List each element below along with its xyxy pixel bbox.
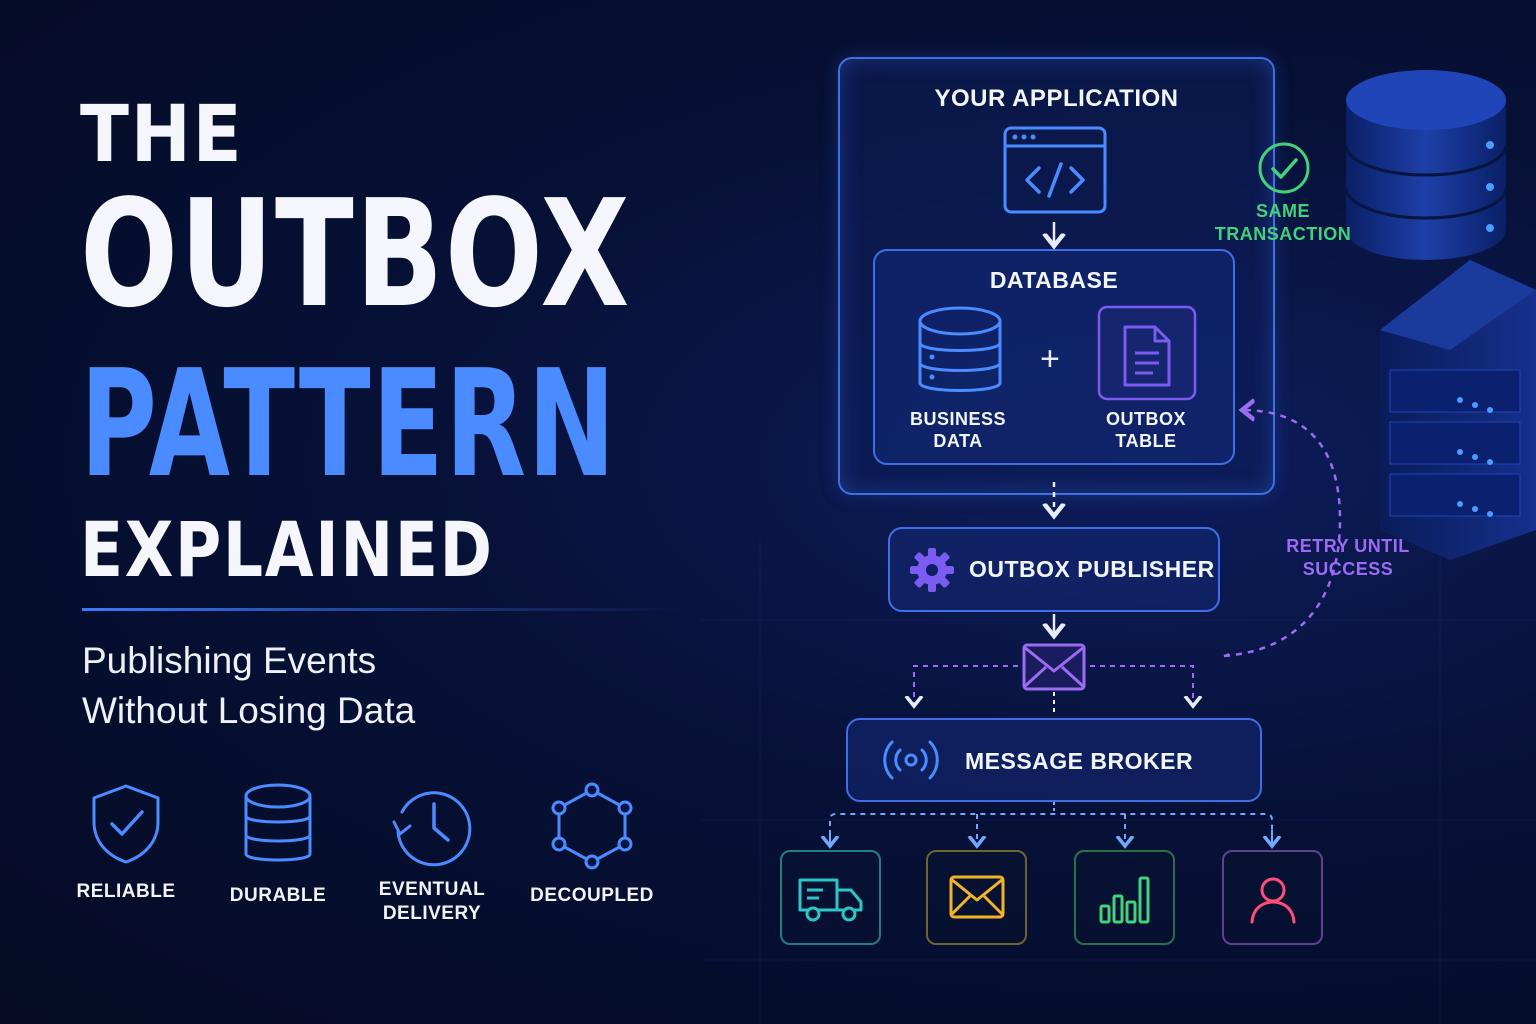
- retry-until-success-label: RETRY UNTIL SUCCESS: [1286, 536, 1410, 579]
- consumer-email: [926, 850, 1027, 945]
- message-broker-label: MESSAGE BROKER: [965, 748, 1194, 774]
- message-right-branch: [1090, 665, 1193, 706]
- database-icon: [244, 783, 312, 862]
- server-rack-illustration: [1380, 260, 1536, 560]
- title-divider: [82, 608, 682, 611]
- shield-check-icon: [92, 784, 160, 864]
- mail-icon: [949, 875, 1004, 919]
- broker-fanout-line: [829, 813, 1273, 846]
- server-illustration: [1344, 70, 1536, 560]
- consumer-shipping: [780, 850, 881, 945]
- consumer-user: [1222, 850, 1323, 945]
- feature-durable: DURABLE: [198, 782, 358, 908]
- database-label: DATABASE: [989, 267, 1119, 293]
- feature-label: DURABLE: [229, 885, 327, 906]
- network-icon: [551, 782, 633, 870]
- feature-label: RELIABLE: [76, 881, 176, 902]
- subtitle-line-1: Publishing Events: [82, 640, 377, 681]
- feature-reliable: RELIABLE: [46, 782, 206, 904]
- background-grid: [700, 540, 1536, 1024]
- feature-label: EVENTUAL DELIVERY: [378, 879, 486, 924]
- gear-icon: [910, 548, 954, 592]
- plus-sign: +: [1040, 340, 1061, 378]
- title-outbox: OUTBOX: [80, 168, 631, 340]
- title-the: THE: [80, 90, 244, 180]
- diagram-connectors: [780, 222, 1342, 860]
- feature-decoupled: DECOUPLED: [512, 782, 672, 908]
- title-pattern: PATTERN: [80, 338, 617, 510]
- same-transaction-label: SAME TRANSACTION: [1214, 201, 1352, 244]
- message-left-branch: [914, 665, 1018, 706]
- code-window-icon: [1003, 126, 1107, 214]
- check-circle-icon: [1258, 142, 1310, 194]
- database-cylinder-illustration: [1344, 70, 1508, 260]
- consumer-analytics: [1074, 850, 1175, 945]
- retry-loop-arrow: [1223, 410, 1342, 658]
- application-label: YOUR APPLICATION: [934, 85, 1179, 112]
- business-data-database-icon: [918, 306, 1002, 392]
- outbox-publisher-label: OUTBOX PUBLISHER: [969, 556, 1215, 582]
- subtitle-line-2: Without Losing Data: [82, 690, 416, 731]
- outbox-table-document-icon: [1097, 305, 1197, 401]
- truck-icon: [798, 878, 862, 922]
- business-data-label: BUSINESS DATA: [909, 409, 1007, 451]
- title-explained: EXPLAINED: [80, 505, 494, 594]
- clock-icon: [392, 791, 472, 867]
- feature-label: DECOUPLED: [530, 885, 654, 906]
- broadcast-icon: [883, 740, 939, 780]
- feature-eventual-delivery: EVENTUAL DELIVERY: [352, 782, 512, 926]
- message-envelope-icon: [1022, 643, 1086, 691]
- bar-chart-icon: [1099, 876, 1149, 924]
- user-icon: [1250, 877, 1295, 924]
- outbox-table-label: OUTBOX TABLE: [1105, 409, 1186, 451]
